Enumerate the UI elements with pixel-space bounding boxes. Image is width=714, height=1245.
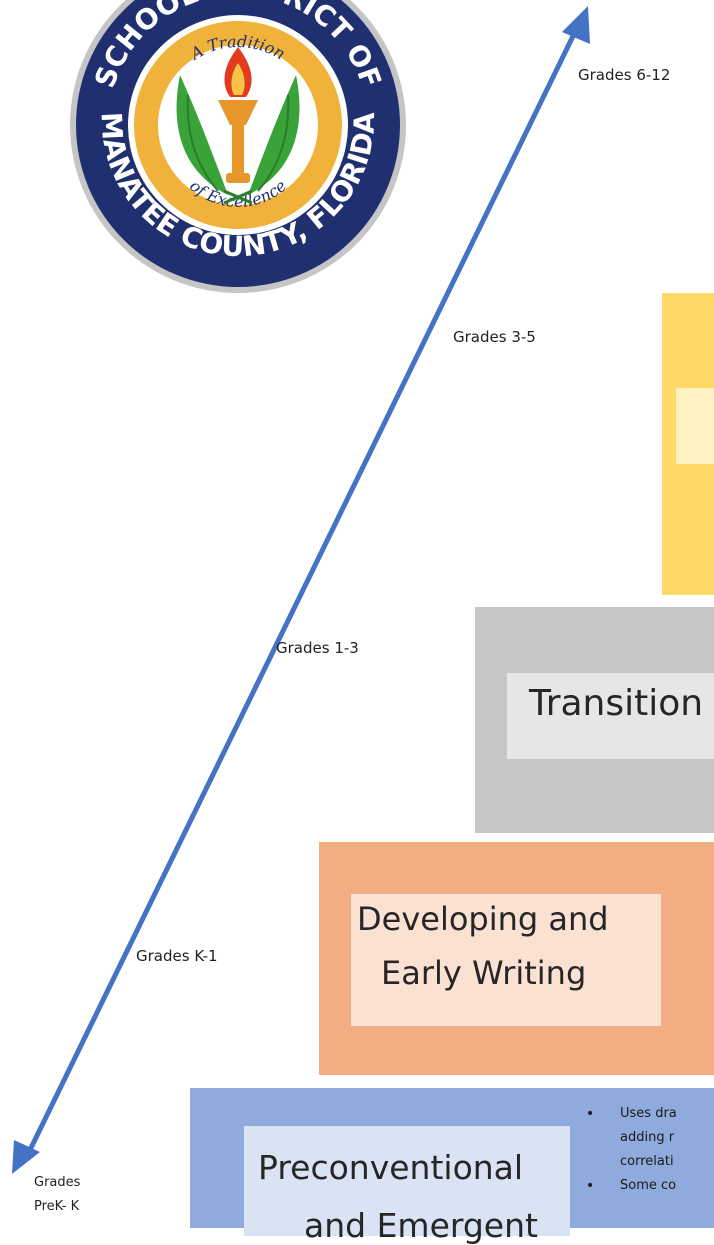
preconventional-label-line1: Preconventional — [258, 1148, 524, 1187]
bullet-item: • Uses dra adding r correlati — [578, 1102, 714, 1174]
arrow-shaft — [27, 28, 579, 1152]
grade-label-1-3: Grades 1-3 — [276, 639, 359, 657]
arrow-head-down-icon — [12, 1140, 40, 1174]
bullet-dot-icon: • — [586, 1106, 595, 1122]
stage-step-developing: Developing and Early Writing — [319, 842, 714, 1075]
bullet-item: • Some co — [578, 1174, 714, 1198]
bullet-dot-icon: • — [586, 1178, 595, 1194]
developing-label-line2: Early Writing — [381, 954, 587, 992]
grade-label-3-5: Grades 3-5 — [453, 328, 536, 346]
bullet-text: Some co — [620, 1178, 677, 1193]
grade-label-k-1: Grades K-1 — [136, 947, 218, 965]
bullet-text: correlati — [620, 1154, 674, 1169]
grade-progression-arrow — [12, 6, 590, 1174]
preconventional-bullet-list: • Uses dra adding r correlati • Some co — [578, 1102, 714, 1198]
grade-label-6-12: Grades 6-12 — [578, 66, 671, 84]
transition-label: Transition — [529, 683, 704, 724]
arrow-head-up-icon — [562, 6, 590, 44]
developing-label-line1: Developing and — [357, 900, 609, 938]
bullet-text: Uses dra — [620, 1106, 677, 1121]
district-seal-logo: SCHOOL DISTRICT OF MANATEE COUNTY, FLORI… — [68, 0, 408, 295]
grade-label-prek-k-line2: PreK- K — [34, 1199, 80, 1214]
stage-step-yellow-label-box — [676, 388, 714, 464]
stage-step-developing-label-box: Developing and Early Writing — [351, 894, 661, 1026]
grade-label-prek-k-line1: Grades — [34, 1175, 81, 1190]
bullet-text: adding r — [620, 1130, 675, 1145]
stage-step-transition: Transition — [475, 607, 714, 833]
seal-graphic: SCHOOL DISTRICT OF MANATEE COUNTY, FLORI… — [70, 0, 406, 293]
stage-step-transition-label-box: Transition — [507, 673, 714, 759]
stage-step-yellow — [662, 293, 714, 595]
